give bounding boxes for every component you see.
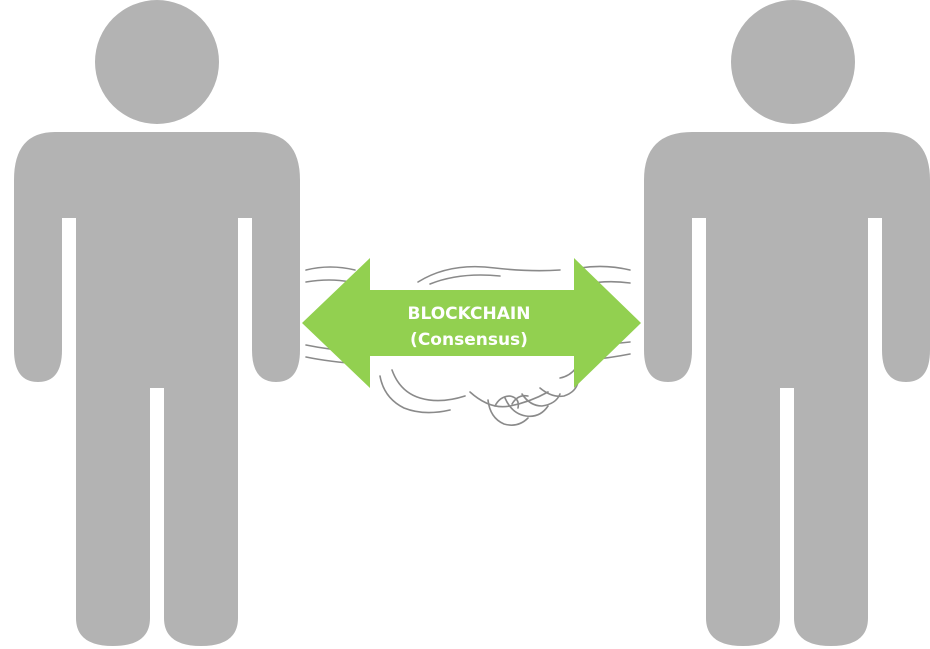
- double-arrow-icon: [302, 258, 641, 388]
- blockchain-arrow: BLOCKCHAIN (Consensus): [302, 258, 641, 388]
- arrow-label-line1: BLOCKCHAIN: [408, 304, 531, 324]
- arrow-label-line2: (Consensus): [410, 330, 528, 350]
- left-person-icon: [14, 0, 300, 646]
- right-person-icon: [644, 0, 930, 646]
